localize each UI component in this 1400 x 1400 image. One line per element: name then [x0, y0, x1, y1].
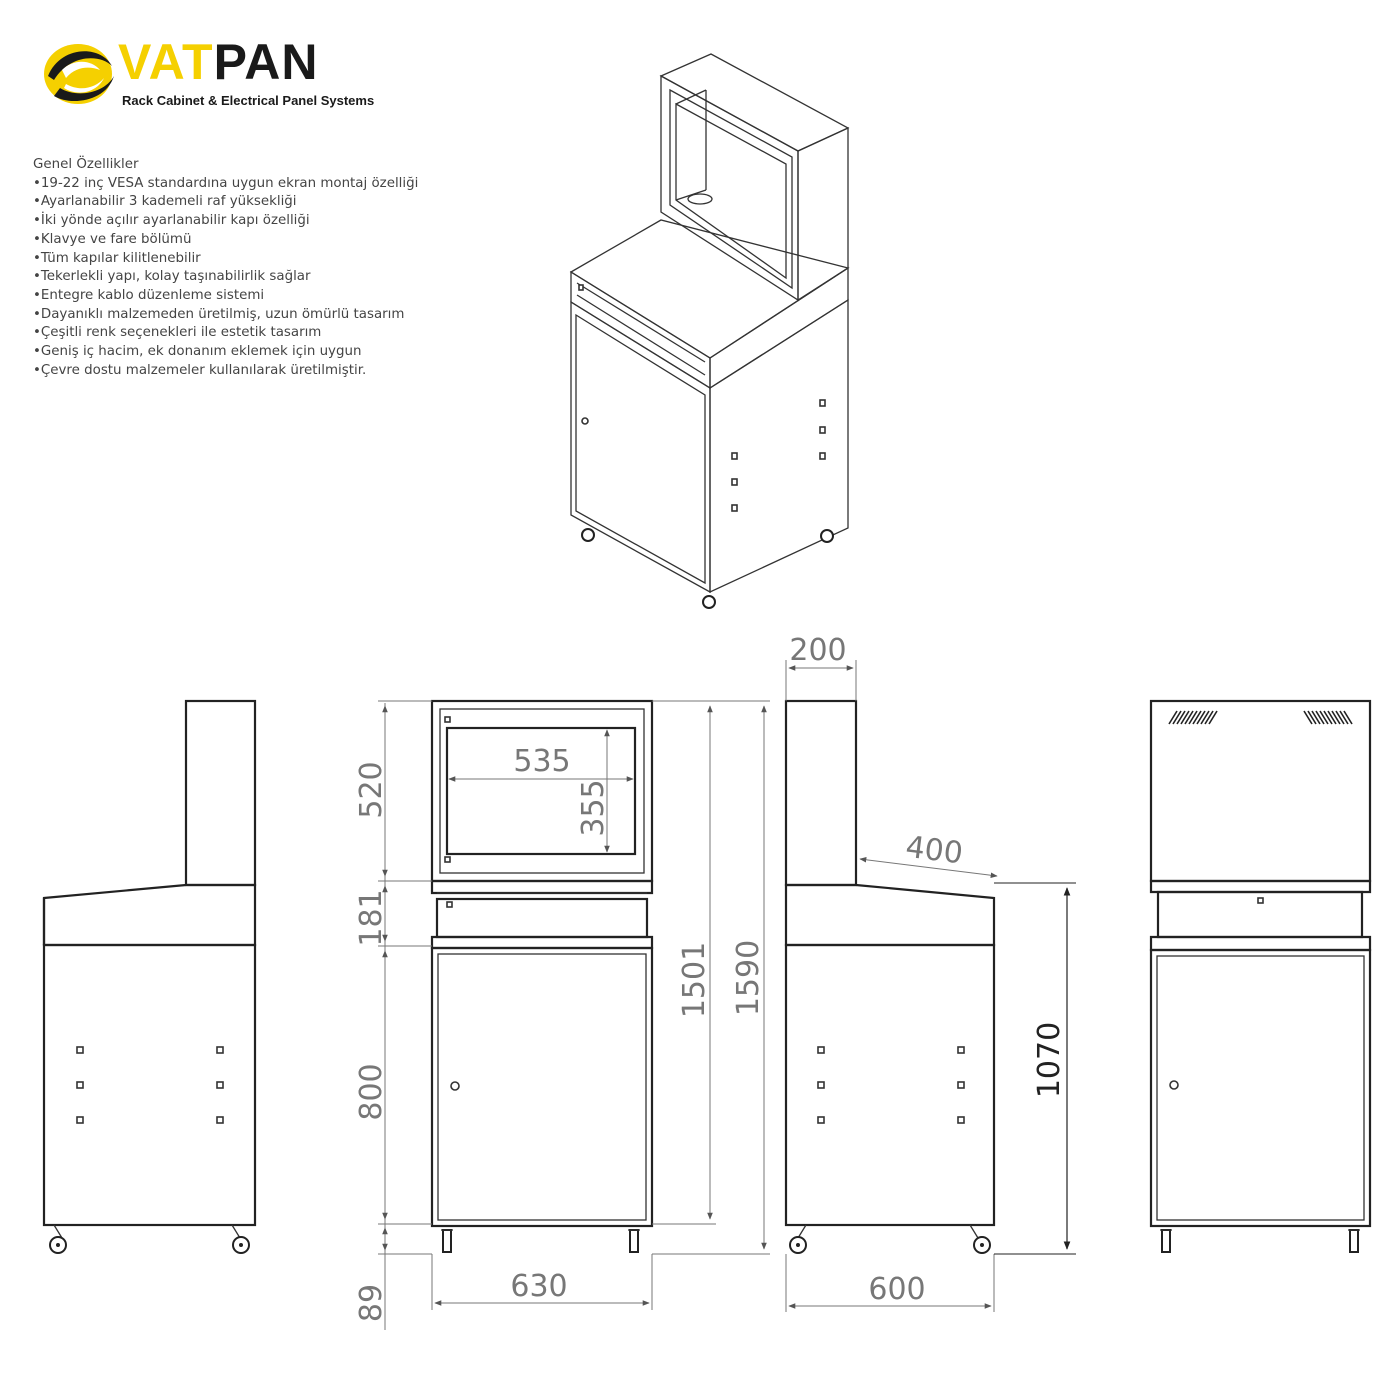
brand-tagline: Rack Cabinet & Electrical Panel Systems: [122, 93, 375, 108]
ventilation-slots-icon: [1168, 710, 1218, 725]
dim-label-1501: 1501: [677, 942, 712, 1018]
wheel-icon: [1160, 1229, 1172, 1253]
side-view-right: [784, 699, 996, 1254]
wheel-icon: [789, 1236, 807, 1254]
feature-item: İki yönde açılır ayarlanabilir kapı özel…: [33, 212, 473, 231]
feature-item: Ayarlanabilir 3 kademeli raf yüksekliği: [33, 193, 473, 212]
side-view-left: [42, 699, 257, 1254]
dim-label-1070: 1070: [1032, 1022, 1067, 1098]
dim-label-1590: 1590: [731, 940, 766, 1016]
feature-item: Çevre dostu malzemeler kullanılarak üret…: [33, 362, 473, 381]
dim-label-630: 630: [510, 1269, 567, 1304]
swoosh-emblem-icon: [44, 44, 114, 104]
feature-item: Geniş iç hacim, ek donanım eklemek için …: [33, 343, 473, 362]
dimension-lines: [378, 660, 1076, 1330]
feature-item: 19-22 inç VESA standardına uygun ekran m…: [33, 175, 473, 194]
feature-item: Tekerlekli yapı, kolay taşınabilirlik sa…: [33, 268, 473, 287]
dim-label-181: 181: [354, 889, 389, 946]
wheel-icon: [628, 1229, 640, 1253]
dim-label-89: 89: [354, 1284, 389, 1322]
rear-view: [1149, 699, 1372, 1253]
wheel-icon: [232, 1236, 250, 1254]
features-list: Genel Özellikler 19-22 inç VESA standard…: [33, 156, 473, 380]
dim-label-400: 400: [904, 830, 965, 872]
front-view: [430, 699, 654, 1253]
dim-label-520: 520: [354, 761, 389, 818]
dim-label-600: 600: [868, 1272, 925, 1307]
brand-name-part1: VAT: [118, 34, 214, 90]
wheel-icon: [973, 1236, 991, 1254]
wheel-icon: [820, 529, 834, 543]
feature-item: Dayanıklı malzemeden üretilmiş, uzun ömü…: [33, 306, 473, 325]
features-title: Genel Özellikler: [33, 157, 139, 172]
brand-name-part2: PAN: [213, 34, 319, 90]
feature-item: Tüm kapılar kilitlenebilir: [33, 250, 473, 269]
wheel-icon: [49, 1236, 67, 1254]
dimension-labels: 520 181 800 89 535 355 1501 1590 630 200…: [354, 633, 1067, 1322]
dim-label-355: 355: [576, 779, 611, 836]
dim-label-535: 535: [513, 744, 570, 779]
ventilation-slots-icon: [1303, 710, 1353, 725]
wheel-icon: [581, 528, 595, 542]
feature-item: Klavye ve fare bölümü: [33, 231, 473, 250]
wheel-icon: [441, 1229, 453, 1253]
feature-item: Çeşitli renk seçenekleri ile estetik tas…: [33, 324, 473, 343]
feature-item: Entegre kablo düzenleme sistemi: [33, 287, 473, 306]
wheel-icon: [702, 595, 716, 609]
vatpan-logo: [44, 44, 114, 104]
brand-name: VATPAN: [118, 34, 318, 90]
isometric-view: [569, 53, 850, 609]
dim-label-200: 200: [789, 633, 846, 668]
dim-label-800: 800: [354, 1063, 389, 1120]
wheel-icon: [1348, 1229, 1360, 1253]
